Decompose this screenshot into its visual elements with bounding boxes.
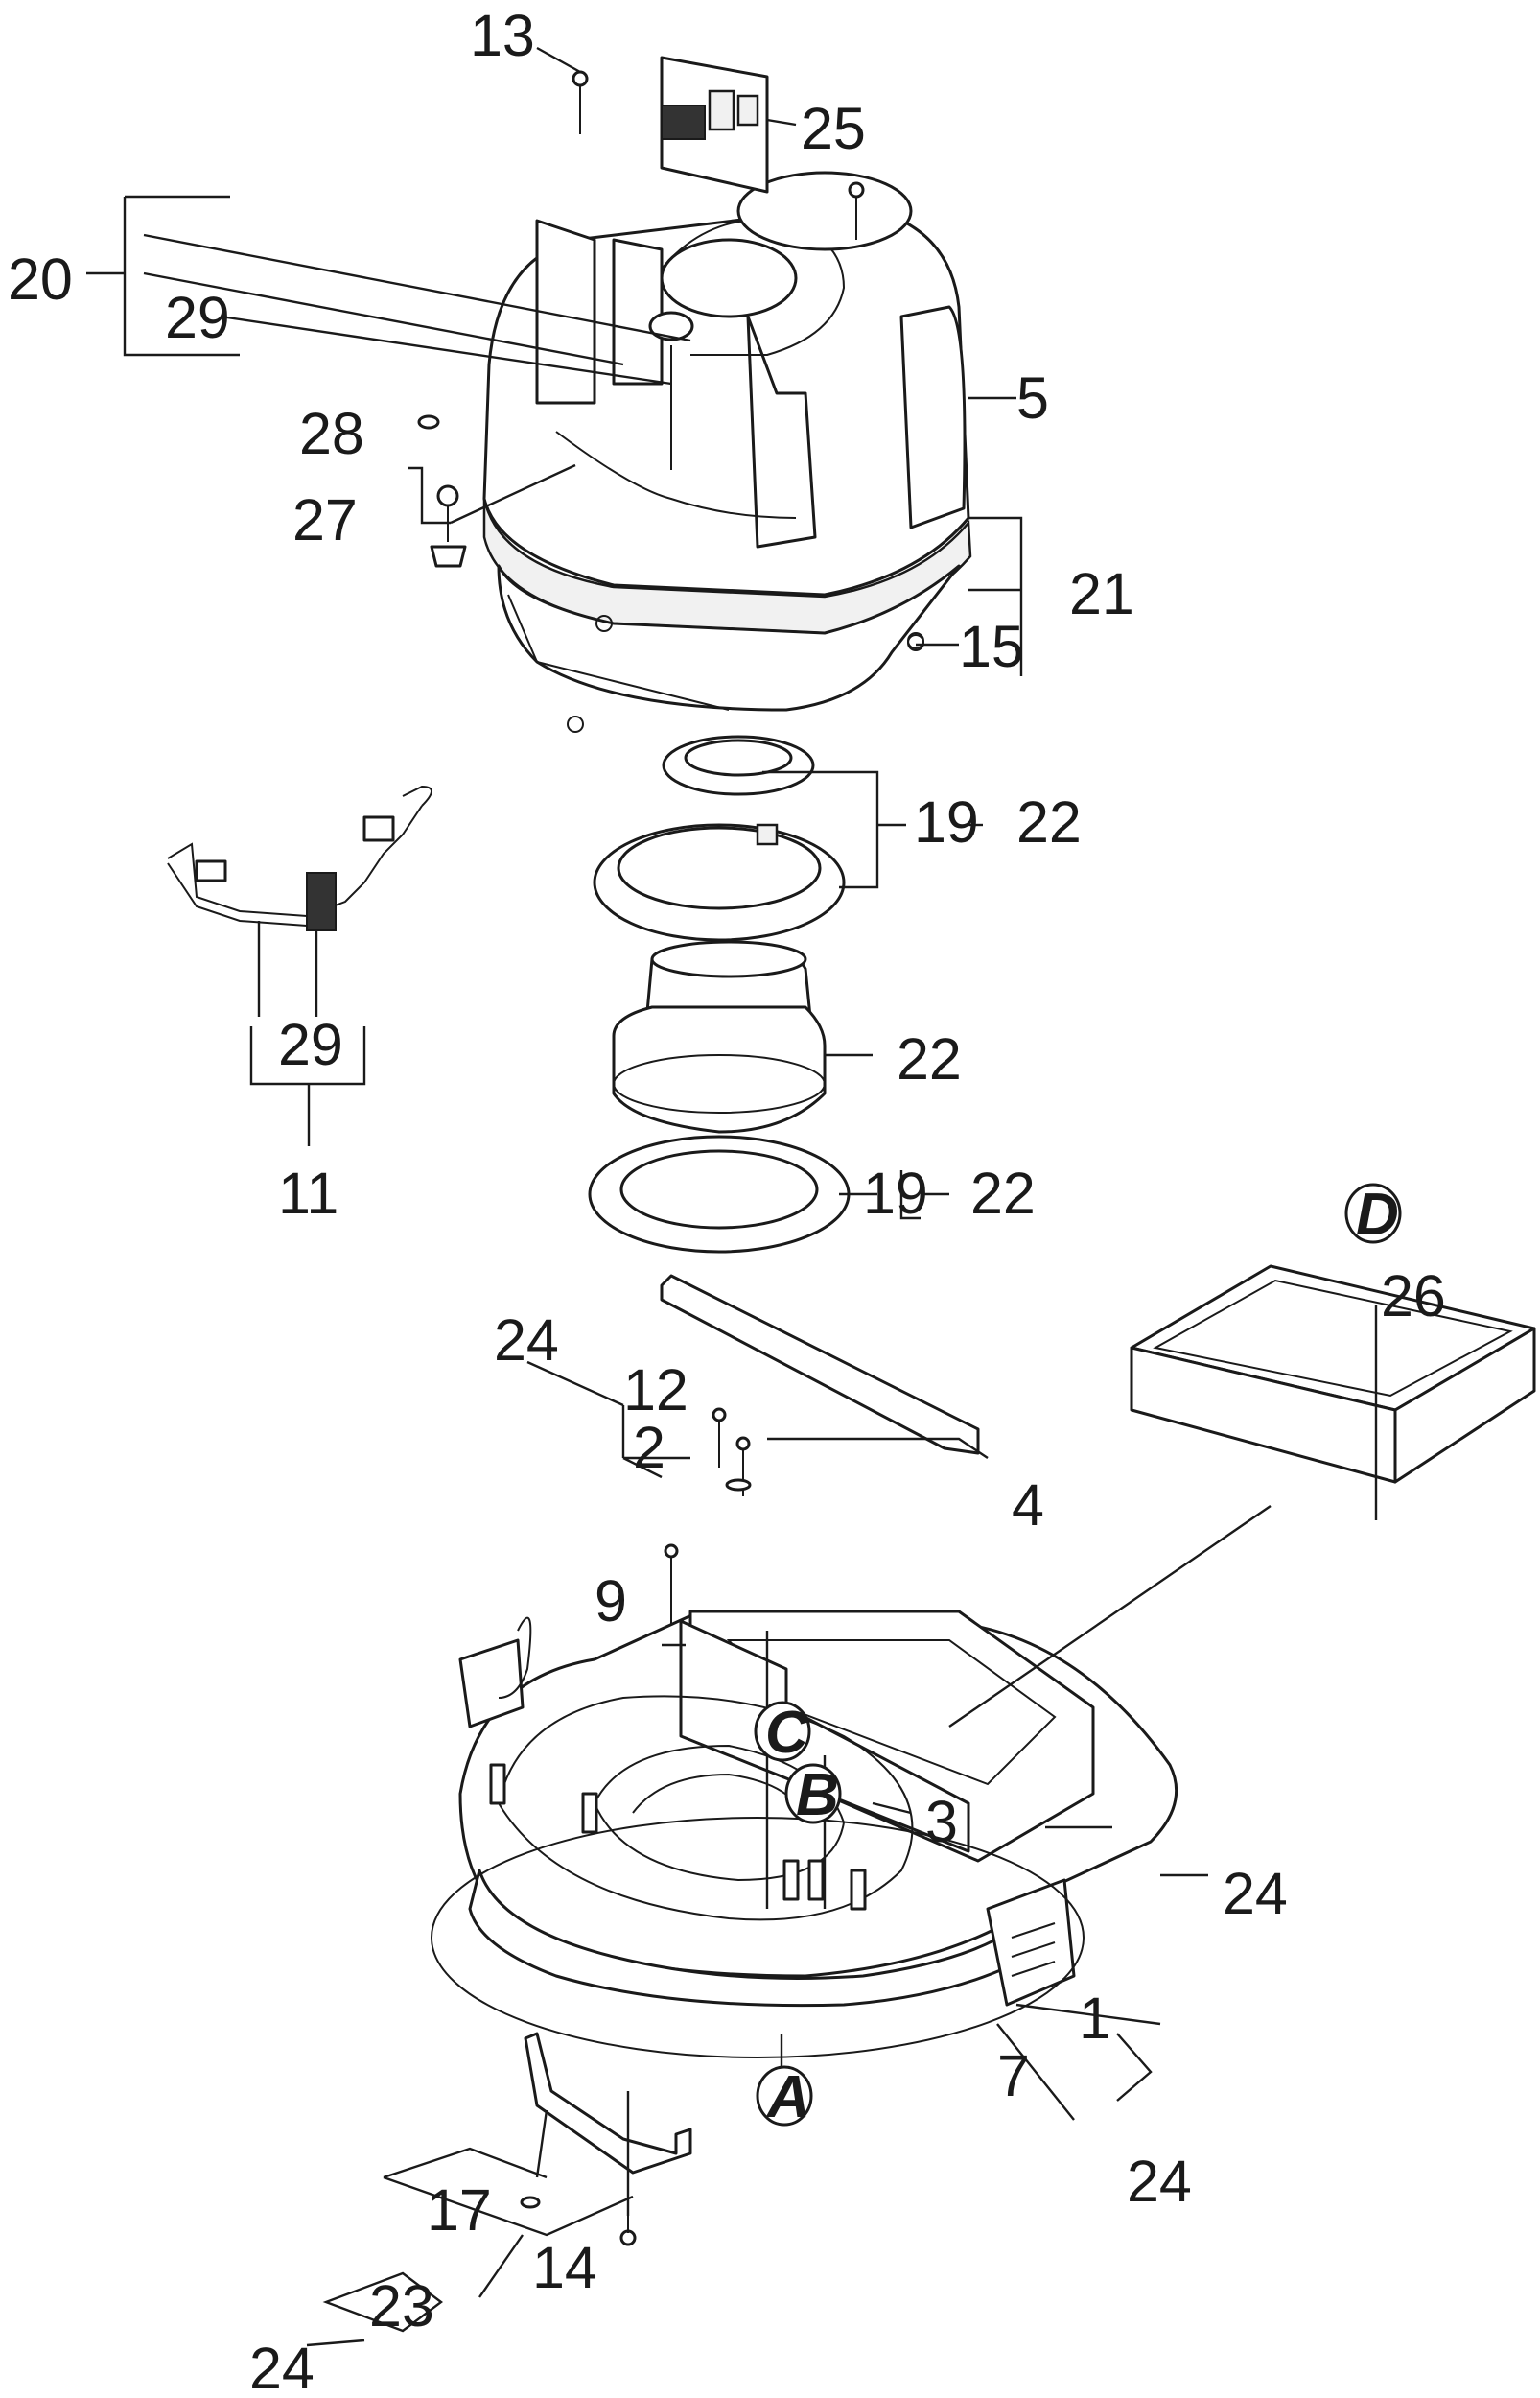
callout-12: 12 [623, 1357, 688, 1422]
callout-9: 9 [595, 1568, 627, 1634]
cable-harness [167, 785, 432, 931]
callout-29-harness: 29 [278, 1012, 343, 1077]
callout-23: 23 [369, 2273, 434, 2339]
foot-15 [907, 632, 924, 649]
callout-5: 5 [1016, 365, 1049, 431]
marker-B: B [784, 1762, 842, 1828]
callout-1: 1 [1079, 1986, 1111, 2051]
callout-24-bottom-left: 24 [249, 2336, 315, 2398]
clip-27 [430, 484, 467, 568]
callout-labels: 13 25 20 29 5 28 27 21 15 19 22 29 11 22… [8, 3, 1446, 2398]
callout-14: 14 [532, 2235, 597, 2300]
support-strip [660, 1274, 980, 1455]
callout-21: 21 [1069, 561, 1134, 626]
head-housing [482, 171, 972, 733]
screw-right-top [848, 181, 865, 240]
callout-20: 20 [8, 247, 73, 312]
callout-7: 7 [997, 2043, 1030, 2108]
svg-text:D: D [1356, 1182, 1399, 1248]
callout-13: 13 [470, 3, 535, 68]
callout-22-bottom: 22 [970, 1161, 1036, 1226]
filter-cartridge [1130, 1264, 1536, 1484]
callout-3: 3 [925, 1789, 958, 1854]
callout-2: 2 [633, 1415, 665, 1480]
callout-25: 25 [801, 96, 866, 161]
lower-seal-ring [588, 1135, 851, 1254]
callout-27: 27 [292, 487, 358, 552]
callout-17: 17 [427, 2177, 492, 2243]
callout-26: 26 [1381, 1263, 1446, 1328]
screws-12-2 [664, 1407, 752, 1631]
callout-24-top: 24 [494, 1307, 559, 1373]
svg-text:C: C [765, 1700, 809, 1766]
callout-4: 4 [1012, 1472, 1044, 1538]
callout-28: 28 [299, 401, 364, 466]
marker-C: C [754, 1700, 811, 1766]
callout-22-top: 22 [1016, 789, 1082, 855]
marker-D: D [1344, 1182, 1402, 1248]
svg-text:B: B [796, 1762, 839, 1828]
callout-24-right: 24 [1223, 1861, 1288, 1926]
base-seal-ring [431, 1817, 1085, 2058]
svg-text:A: A [765, 2064, 810, 2130]
circuit-board [660, 56, 769, 194]
leader-lines [86, 46, 1378, 2347]
callout-11: 11 [278, 1161, 338, 1226]
washer-28 [417, 414, 440, 430]
callout-29-top: 29 [165, 285, 230, 350]
callout-15: 15 [959, 614, 1024, 679]
callout-19-top: 19 [914, 789, 979, 855]
callout-22-motor: 22 [897, 1026, 962, 1092]
motor-mount-ring [593, 823, 846, 942]
top-seal-ring [662, 735, 815, 796]
bottom-bracket [520, 2032, 692, 2246]
motor [612, 940, 827, 1134]
callout-19-bottom: 19 [863, 1161, 928, 1226]
callout-24-bottom-right: 24 [1127, 2149, 1192, 2214]
marker-A: A [756, 2064, 813, 2130]
screw-13 [572, 70, 589, 134]
